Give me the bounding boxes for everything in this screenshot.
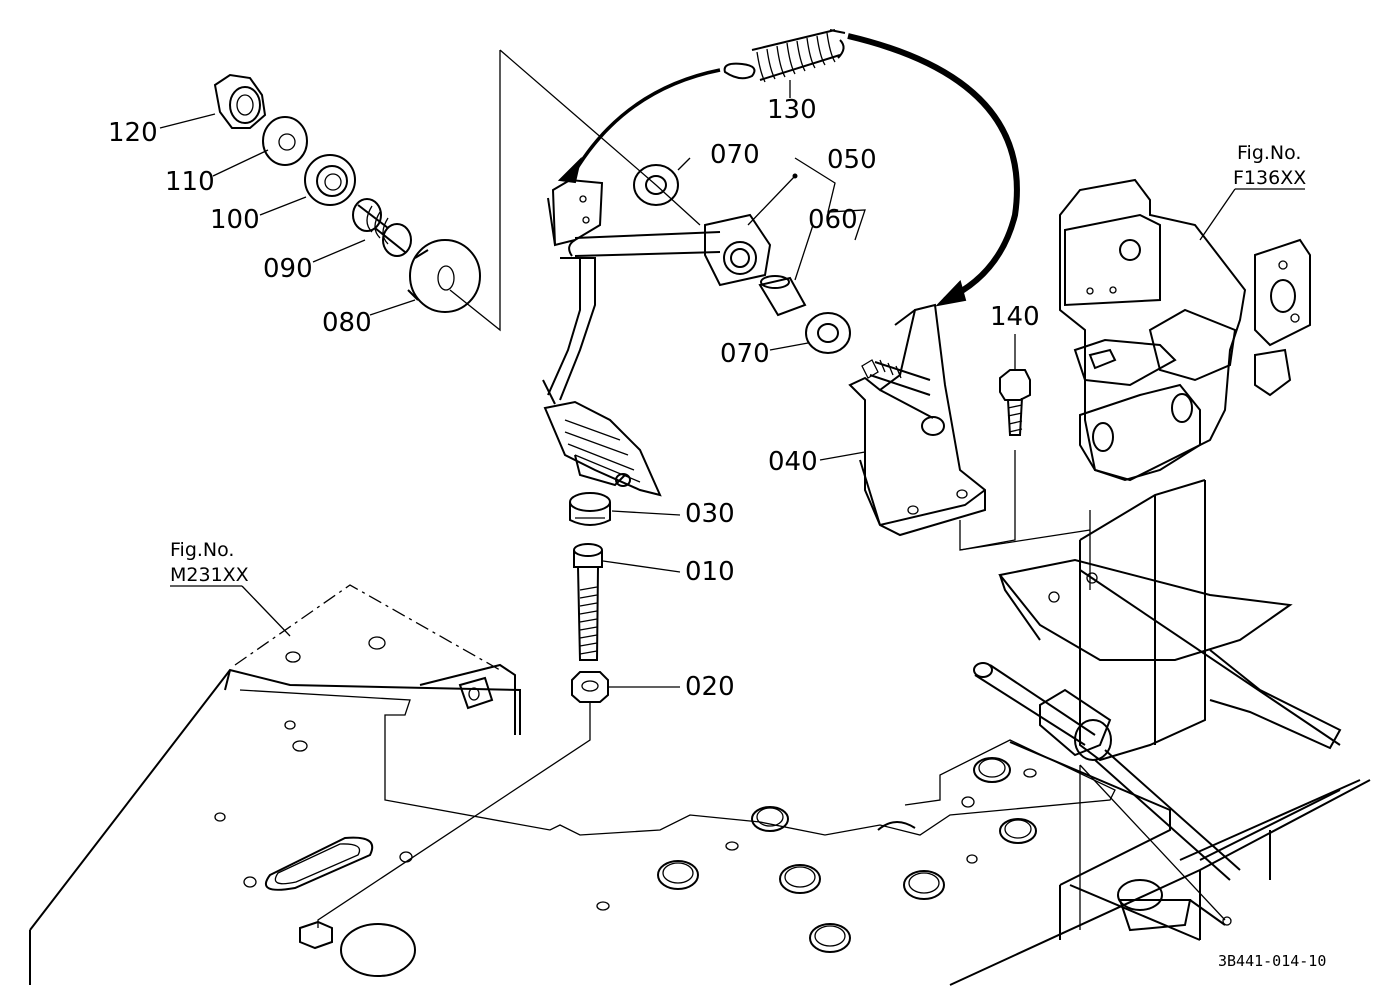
plate-080: [407, 239, 481, 313]
part-label-020: 020: [685, 672, 735, 702]
figure-reference-m231xx: Fig.No. M231XX: [170, 539, 249, 586]
figure-reference-f136xx: Fig.No. F136XX: [1233, 142, 1306, 189]
cap-030: [569, 492, 611, 526]
bolt-140: [999, 369, 1031, 436]
part-label-140: 140: [990, 302, 1040, 332]
nut-020: [571, 671, 609, 703]
pin-060: [758, 275, 807, 317]
collar-100: [304, 154, 356, 206]
spring-090: [352, 198, 412, 257]
pedal-shaft-bracket: [973, 178, 1342, 930]
washer-070-lower: [805, 312, 851, 354]
part-label-100: 100: [210, 205, 260, 235]
spring-130: [723, 29, 846, 83]
leader-lines: [159, 49, 1305, 928]
bracket-040: [848, 303, 986, 537]
part-label-060: 060: [808, 205, 858, 235]
part-labels: 120 110 100 090 080 070 050 060 130 070 …: [108, 95, 1040, 702]
plate-holes: [214, 636, 1037, 977]
nut-120: [213, 73, 267, 129]
part-label-110: 110: [165, 167, 215, 197]
figure-reference-code: F136XX: [1233, 167, 1306, 189]
washer-110: [262, 116, 308, 166]
figure-reference-prefix: Fig.No.: [170, 539, 234, 561]
floor-plate: [29, 584, 1371, 986]
washer-070-upper: [633, 164, 679, 206]
part-label-010: 010: [685, 557, 735, 587]
bolt-010: [573, 543, 603, 661]
part-label-030: 030: [685, 499, 735, 529]
drawing-id: 3B441-014-10: [1218, 952, 1326, 970]
part-label-120: 120: [108, 118, 158, 148]
figure-reference-code: M231XX: [170, 564, 249, 586]
brake-pedal-arm: [542, 178, 772, 497]
assembly-arrows: [557, 33, 1020, 307]
part-label-040: 040: [768, 447, 818, 477]
part-label-070-lower: 070: [720, 339, 770, 369]
part-label-050: 050: [827, 145, 877, 175]
part-label-070-upper: 070: [710, 140, 760, 170]
figure-reference-prefix: Fig.No.: [1237, 142, 1301, 164]
part-label-080: 080: [322, 308, 372, 338]
part-label-130: 130: [767, 95, 817, 125]
part-label-090: 090: [263, 254, 313, 284]
